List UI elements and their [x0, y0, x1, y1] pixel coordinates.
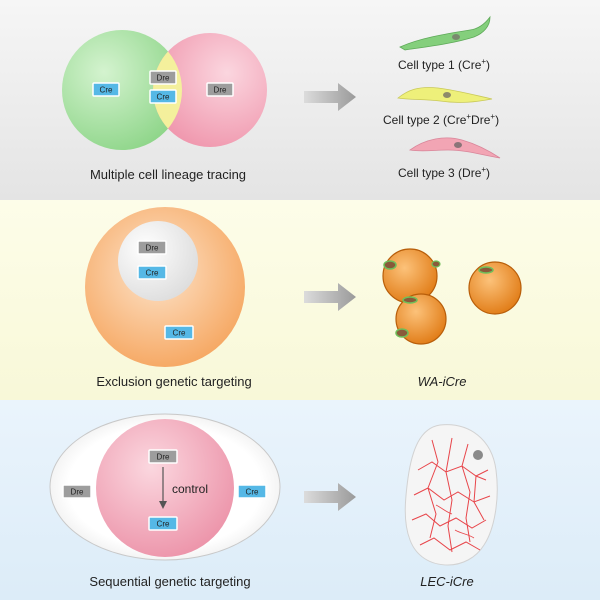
panel-2-arrow [304, 283, 356, 311]
control-label: control [172, 482, 208, 496]
sequential-right-cre-tag: Cre [237, 484, 267, 499]
lec-icre-label: LEC-iCre [420, 574, 473, 589]
svg-text:Dre: Dre [157, 453, 170, 462]
panel-2-caption: Exclusion genetic targeting [96, 374, 251, 389]
panel-3-arrow [304, 483, 356, 511]
svg-text:Cre: Cre [157, 93, 170, 102]
svg-text:Cre: Cre [100, 86, 113, 95]
pink-cell-nucleus [454, 142, 462, 148]
svg-text:Cre: Cre [246, 488, 259, 497]
svg-text:Cre: Cre [157, 520, 170, 529]
venn-right-dre-tag: Dre [206, 82, 234, 97]
green-venn-circle [62, 30, 182, 150]
venn-center-dre-tag: Dre [149, 70, 177, 85]
panel-3-caption: Sequential genetic targeting [89, 574, 250, 589]
svg-text:Dre: Dre [71, 488, 84, 497]
svg-text:Dre: Dre [157, 74, 170, 83]
green-cell-icon [399, 15, 491, 51]
venn-left-cre-tag: Cre [92, 82, 120, 97]
sequential-bottom-cre-tag: Cre [148, 516, 178, 531]
pink-cell-icon [408, 137, 501, 159]
white-inner-circle [118, 221, 198, 301]
exclusion-inner-cre-tag: Cre [137, 265, 167, 280]
cell-type-3-label: Cell type 3 (Dre+) [398, 165, 490, 180]
panel-1-arrow [304, 83, 356, 111]
svg-text:Dre: Dre [146, 244, 159, 253]
sequential-left-dre-tag: Dre [62, 484, 92, 499]
cell-type-2-label: Cell type 2 (Cre+Dre+) [383, 112, 499, 127]
pink-sequential-circle [96, 419, 234, 557]
panel-1-caption: Multiple cell lineage tracing [90, 167, 246, 182]
green-cell-nucleus [452, 34, 460, 40]
svg-text:Dre: Dre [214, 86, 227, 95]
exclusion-outer-cre-tag: Cre [164, 325, 194, 340]
yellow-cell-nucleus [443, 92, 451, 98]
exclusion-dre-tag: Dre [137, 240, 167, 255]
orange-cell-cluster-icon [382, 248, 522, 345]
wa-icre-label: WA-iCre [418, 374, 467, 389]
embryo-vessel-icon [404, 424, 498, 566]
sequential-top-dre-tag: Dre [148, 449, 178, 464]
cell-type-1-label: Cell type 1 (Cre+) [398, 57, 490, 72]
control-arrow [159, 467, 167, 509]
venn-center-cre-tag: Cre [149, 89, 177, 104]
svg-text:Cre: Cre [146, 269, 159, 278]
svg-text:Cre: Cre [173, 329, 186, 338]
